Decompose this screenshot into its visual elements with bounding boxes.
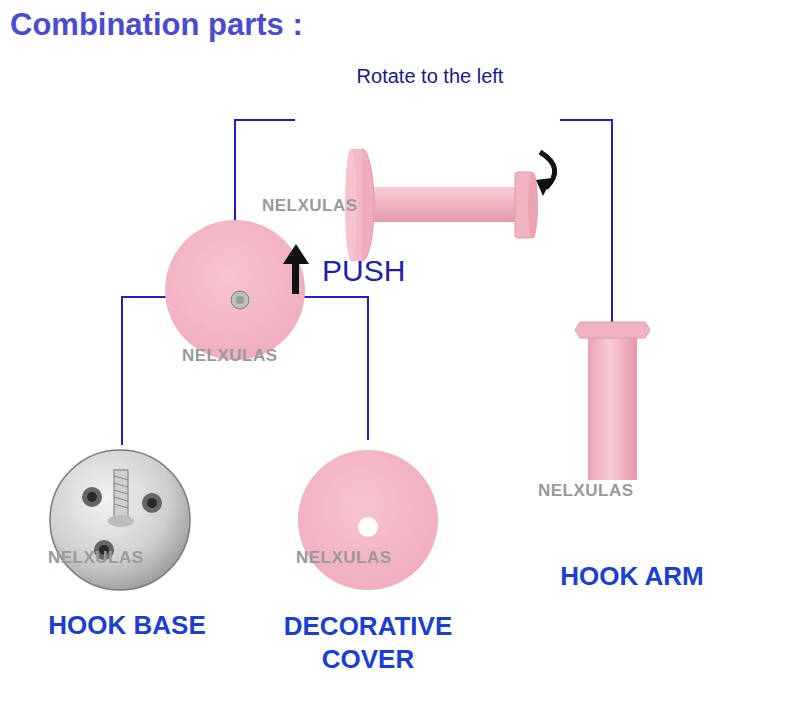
part-name: DECORATIVE COVER [263, 610, 473, 676]
part-name: HOOK ARM [532, 560, 732, 593]
diagram-title: Combination parts : [10, 6, 303, 45]
watermark: NELXULAS [296, 547, 392, 568]
hook-arm [575, 322, 650, 480]
watermark: NELXULAS [262, 195, 358, 216]
rotate-arrow [536, 152, 555, 196]
cover-on-base [165, 220, 305, 360]
watermark: NELXULAS [182, 345, 278, 366]
instruction-label: Rotate to the left [330, 64, 530, 89]
push-arrow [283, 244, 309, 294]
instruction-label: PUSH [322, 252, 405, 290]
decorative-cover [298, 450, 438, 590]
assembled-hook [345, 149, 538, 261]
watermark: NELXULAS [538, 480, 634, 501]
hook-base [50, 450, 190, 590]
part-name: HOOK BASE [27, 609, 227, 642]
leader-lines [122, 120, 612, 445]
watermark: NELXULAS [48, 547, 144, 568]
